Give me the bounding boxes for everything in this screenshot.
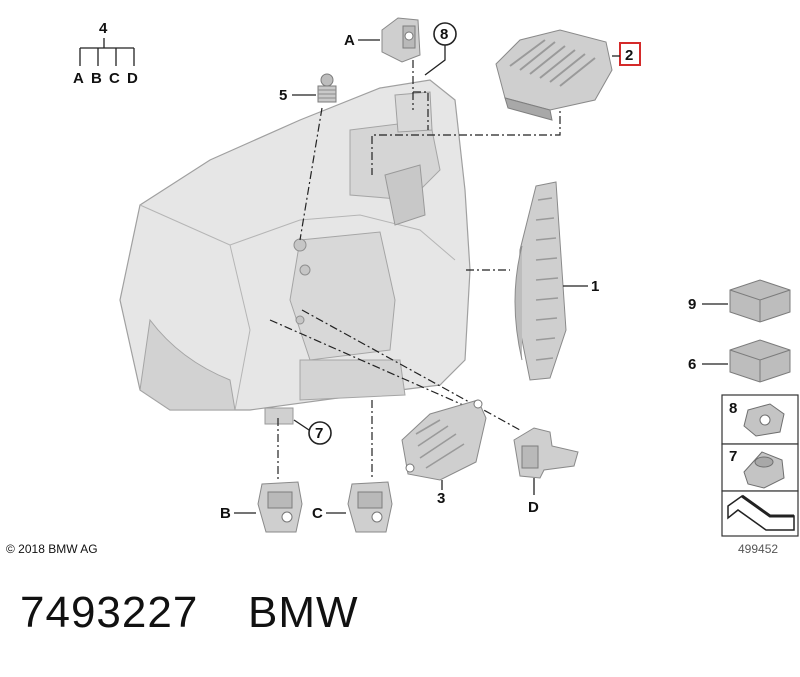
group-letter-d: D — [127, 70, 138, 87]
callout-2: 2 — [625, 47, 633, 64]
part-1-module — [514, 181, 567, 381]
part-3-ballast — [401, 399, 487, 481]
nut-8-icon — [743, 403, 785, 437]
clip-7-icon — [743, 451, 785, 489]
highlight-box — [619, 42, 641, 66]
callout-8-top: 8 — [440, 26, 448, 43]
group-letter-b: B — [91, 70, 102, 87]
diagram-reference-number: 499452 — [738, 542, 779, 556]
group-letter-c: C — [109, 70, 120, 87]
part-b-bracket — [257, 481, 303, 533]
part-d-bracket — [513, 427, 579, 479]
group-letter-a: A — [73, 70, 84, 87]
callout-7-circle — [308, 421, 332, 445]
part-number: 7493227 — [20, 588, 199, 637]
callout-7: 7 — [315, 425, 323, 442]
group-header: 4 A B C D — [73, 20, 138, 87]
part-2-control-unit — [495, 29, 613, 121]
callout-5: 5 — [279, 87, 287, 104]
brand-name: BMW — [248, 588, 359, 637]
callout-b: B — [220, 505, 231, 522]
legend-label-7: 7 — [729, 448, 737, 465]
callout-a: A — [344, 32, 355, 49]
part-c-bracket — [347, 481, 393, 533]
callout-3: 3 — [437, 490, 445, 507]
callout-9: 9 — [688, 296, 696, 313]
leader-lines — [269, 60, 561, 480]
headlight-housing — [119, 79, 471, 425]
part-6-box — [729, 339, 791, 383]
group-number: 4 — [99, 20, 108, 37]
legend-label-8: 8 — [729, 400, 737, 417]
copyright-notice: © 2018 BMW AG — [6, 542, 98, 556]
callout-d: D — [528, 499, 539, 516]
part-9-box — [729, 279, 791, 323]
callout-6: 6 — [688, 356, 696, 373]
callout-c: C — [312, 505, 323, 522]
part-a-bracket — [381, 17, 421, 63]
strip-icon — [727, 494, 795, 531]
part-5-screw — [317, 73, 337, 103]
callout-1: 1 — [591, 278, 599, 295]
legend-panel: 8 7 — [721, 394, 799, 537]
